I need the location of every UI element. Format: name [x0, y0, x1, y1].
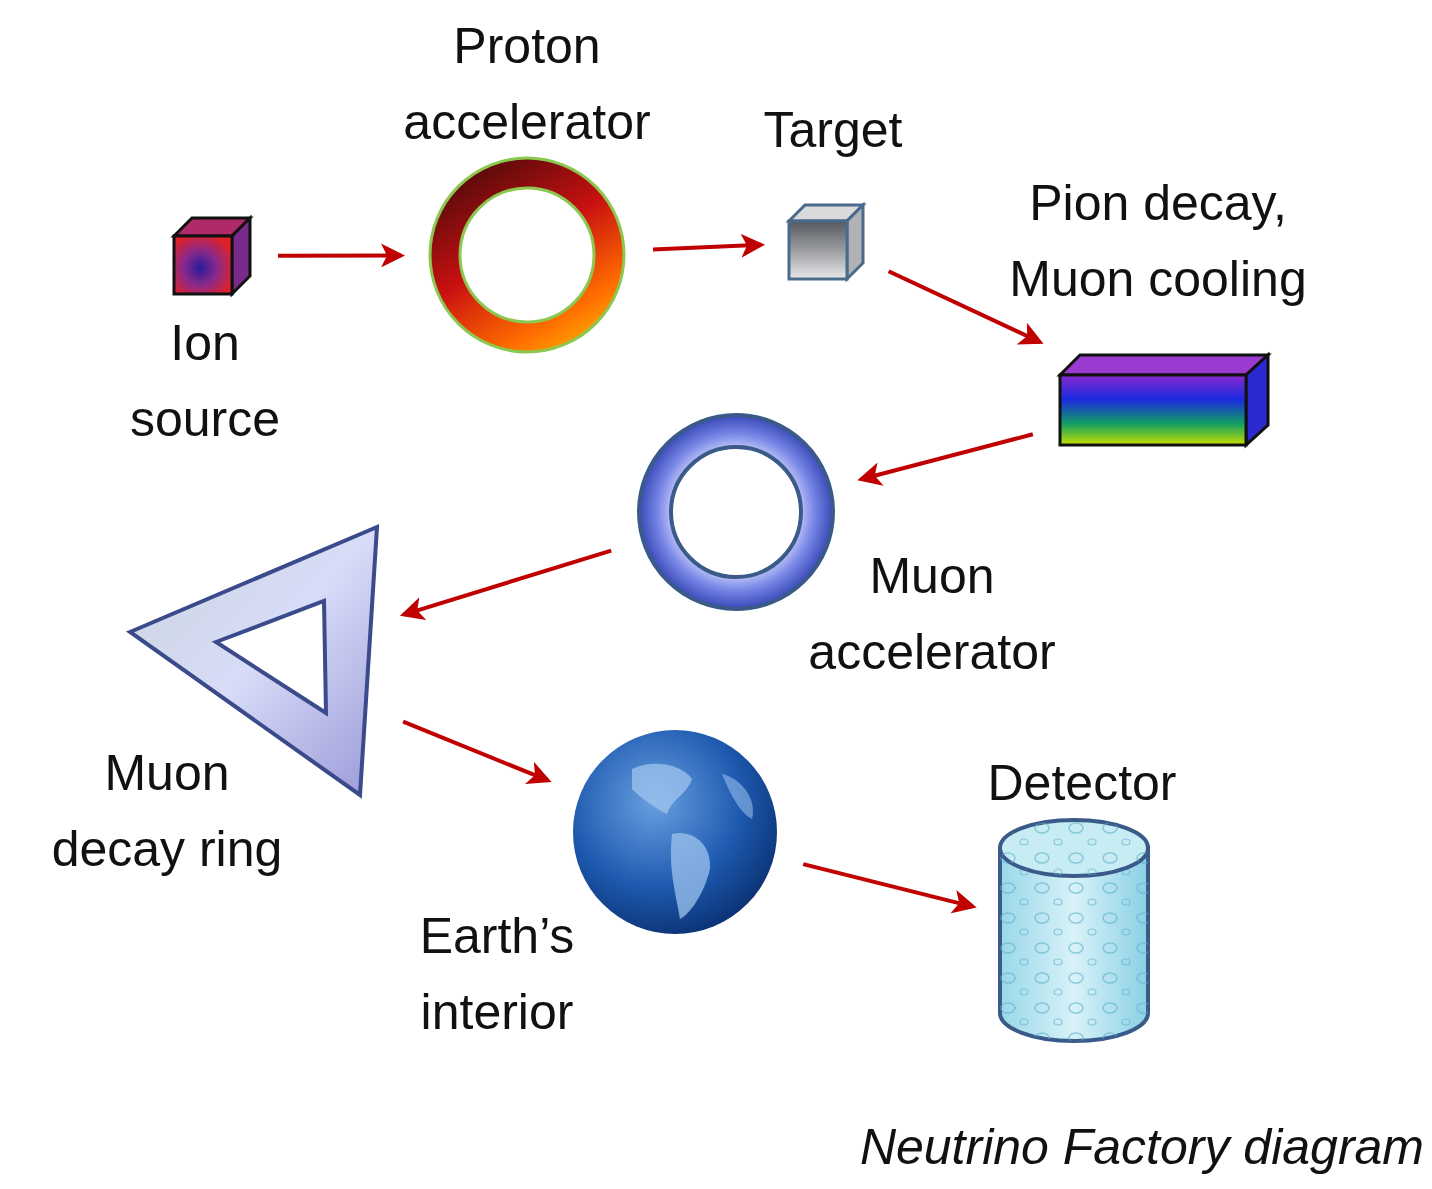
shape-outline	[636, 412, 836, 612]
node-label: Target	[723, 92, 943, 168]
muon-accelerator: Muon accelerator	[636, 412, 836, 612]
flow-arrow	[278, 253, 401, 257]
flow-arrow	[861, 434, 1033, 479]
flow-arrow	[653, 245, 761, 250]
shape-outline	[998, 818, 1150, 1046]
shape-outline	[427, 155, 627, 355]
node-label: Muon accelerator	[772, 538, 1092, 690]
shape-outline	[172, 216, 252, 296]
shape-outline	[572, 729, 778, 935]
node-label: Ion source	[95, 305, 315, 457]
shape-outline	[1058, 353, 1270, 447]
shape-outline	[787, 203, 865, 281]
ion-source: Ion source	[172, 216, 252, 296]
proton-accelerator: Proton accelerator	[427, 155, 627, 355]
node-label: Detector	[952, 745, 1212, 821]
flow-arrow	[803, 864, 973, 907]
node-label: Earth’s interior	[387, 898, 607, 1050]
flow-arrow	[403, 722, 548, 781]
node-label: Proton accelerator	[377, 8, 677, 160]
muon-decay-ring: Muon decay ring	[128, 525, 379, 797]
figure-caption: Neutrino Factory diagram	[860, 1118, 1424, 1176]
node-label: Pion decay, Muon cooling	[973, 165, 1343, 317]
node-label: Muon decay ring	[37, 735, 297, 887]
target-cube: Target	[787, 203, 865, 281]
detector-cylinder: Detector	[998, 818, 1150, 1046]
flow-arrow	[404, 551, 611, 615]
cooling-channel: Pion decay, Muon cooling	[1058, 353, 1270, 447]
earth-globe: Earth’s interior	[572, 729, 778, 935]
